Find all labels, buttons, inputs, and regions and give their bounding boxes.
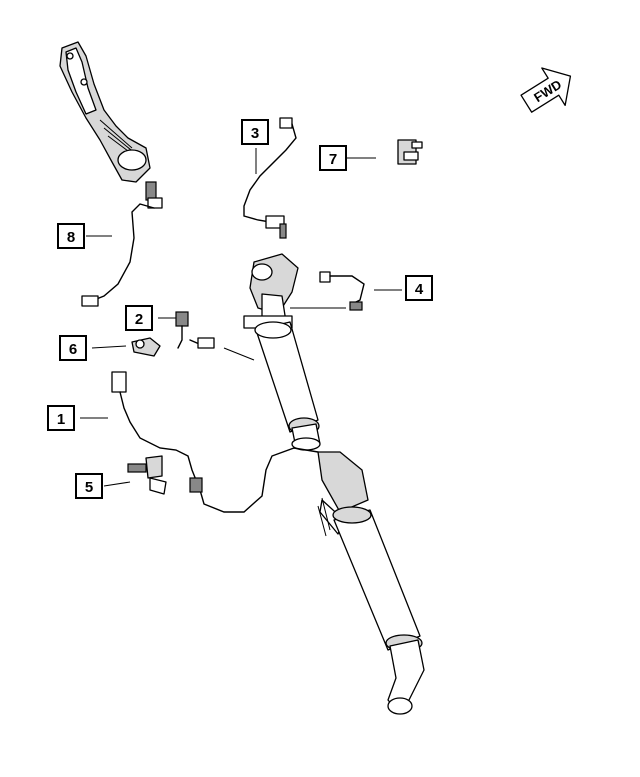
- diesel-particulate-filter: [243, 253, 321, 451]
- temperature-sensor-dpf: [319, 271, 365, 311]
- forward-arrow-icon: FWD: [520, 67, 572, 113]
- temperature-sensor-2: [175, 311, 215, 349]
- exhaust-manifold: [59, 41, 151, 183]
- callout-3: 3: [241, 119, 269, 145]
- exhaust-pressure-tube: [243, 117, 297, 239]
- svg-text:2: 2: [135, 311, 143, 328]
- svg-text:5: 5: [85, 479, 93, 496]
- callout-1: 1: [47, 405, 75, 431]
- svg-text:8: 8: [67, 229, 75, 246]
- callout-8: 8: [57, 223, 85, 249]
- callout-5: 5: [75, 473, 103, 499]
- pressure-sensor: [397, 139, 423, 165]
- callout-2: 2: [125, 305, 153, 331]
- nox-sensor: [131, 337, 161, 357]
- svg-text:1: 1: [57, 411, 65, 428]
- scr-catalyst-assembly: [317, 451, 425, 715]
- callout-7: 7: [319, 145, 347, 171]
- oxygen-sensor-upstream: [81, 181, 163, 307]
- exhaust-temp-sensor-5: [127, 455, 167, 495]
- svg-text:6: 6: [69, 341, 77, 358]
- callout-4: 4: [405, 275, 433, 301]
- svg-text:3: 3: [251, 125, 259, 142]
- svg-text:4: 4: [415, 281, 424, 298]
- svg-text:7: 7: [329, 151, 337, 168]
- oxygen-sensor-downstream: [111, 371, 319, 513]
- callout-6: 6: [59, 335, 87, 361]
